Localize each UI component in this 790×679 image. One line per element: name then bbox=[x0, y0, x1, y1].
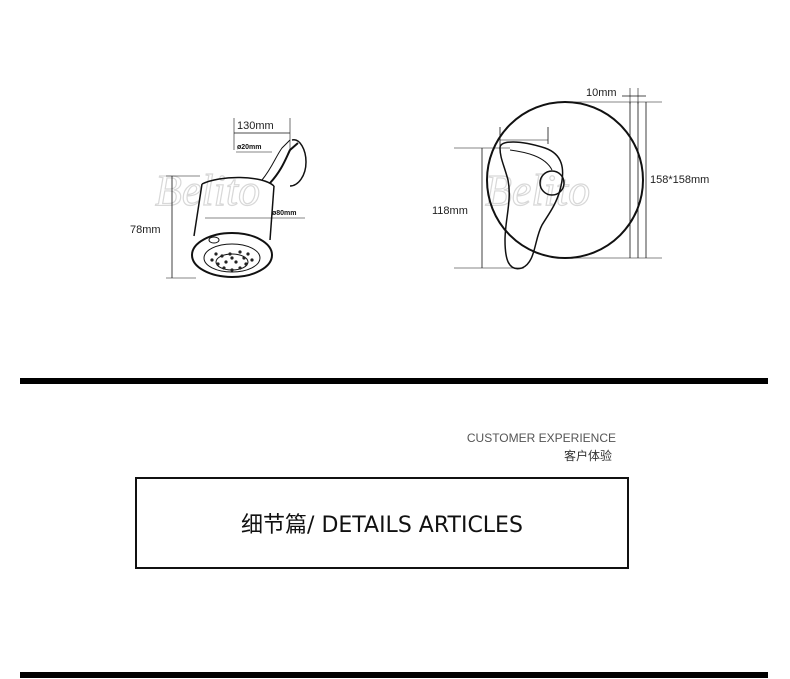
technical-drawing: Belito Belito bbox=[130, 87, 709, 279]
shower-arm-length-label: 130mm bbox=[237, 120, 274, 132]
section-label-cn: 客户体验 bbox=[563, 449, 612, 463]
mixer-plate-label: 158*158mm bbox=[650, 174, 709, 186]
shower-height-label: 78mm bbox=[130, 224, 161, 236]
section-label-en: CUSTOMER EXPERIENCE bbox=[466, 431, 616, 445]
watermark-left: Belito bbox=[155, 166, 260, 215]
section-title: 细节篇/ DETAILS ARTICLES bbox=[241, 513, 523, 538]
shower-head-diameter-label: ø80mm bbox=[272, 210, 297, 217]
mixer-height-label: 118mm bbox=[432, 205, 468, 217]
divider-top bbox=[20, 378, 768, 384]
mixer-depth-label: 10mm bbox=[586, 87, 617, 99]
divider-bottom bbox=[20, 672, 768, 678]
mixer-drawing bbox=[454, 88, 662, 270]
section-title-box: 细节篇/ DETAILS ARTICLES bbox=[135, 477, 629, 569]
shower-head-drawing bbox=[166, 118, 307, 279]
shower-arm-diameter-label: ø20mm bbox=[237, 144, 262, 151]
watermark-right: Belito bbox=[485, 166, 590, 215]
